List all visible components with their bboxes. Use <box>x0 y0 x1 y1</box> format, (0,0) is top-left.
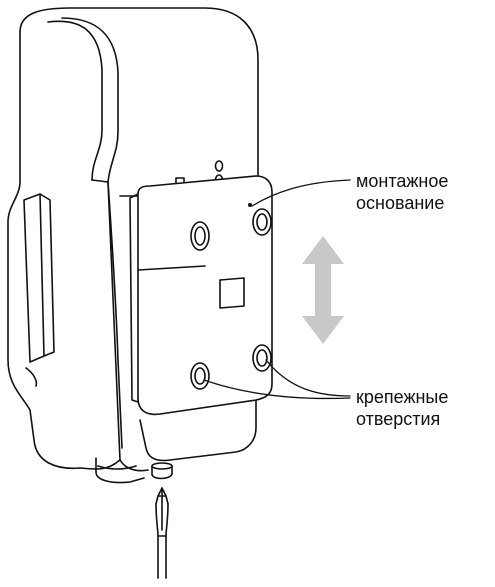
label-mounting-holes-line1: крепежные <box>356 387 449 407</box>
mounting-hole-top-right <box>252 208 272 236</box>
screwdriver-icon <box>155 487 169 579</box>
leader-holes-upper <box>265 359 351 397</box>
mounting-hole-top-left <box>190 221 210 251</box>
mounting-hole-bottom-right <box>252 344 272 372</box>
mounting-hole-bottom-left <box>190 362 210 390</box>
device-body <box>7 7 259 472</box>
slide-direction-arrow <box>302 236 344 344</box>
label-mounting-base-line2: основание <box>356 193 445 213</box>
mounting-bracket <box>129 175 273 416</box>
leader-holes-lower <box>203 379 351 400</box>
label-mounting-holes-line2: отверстия <box>356 409 441 429</box>
leader-mount-base <box>251 179 351 207</box>
label-mounting-base-line1: монтажное <box>356 171 449 191</box>
device-foot <box>95 457 173 484</box>
